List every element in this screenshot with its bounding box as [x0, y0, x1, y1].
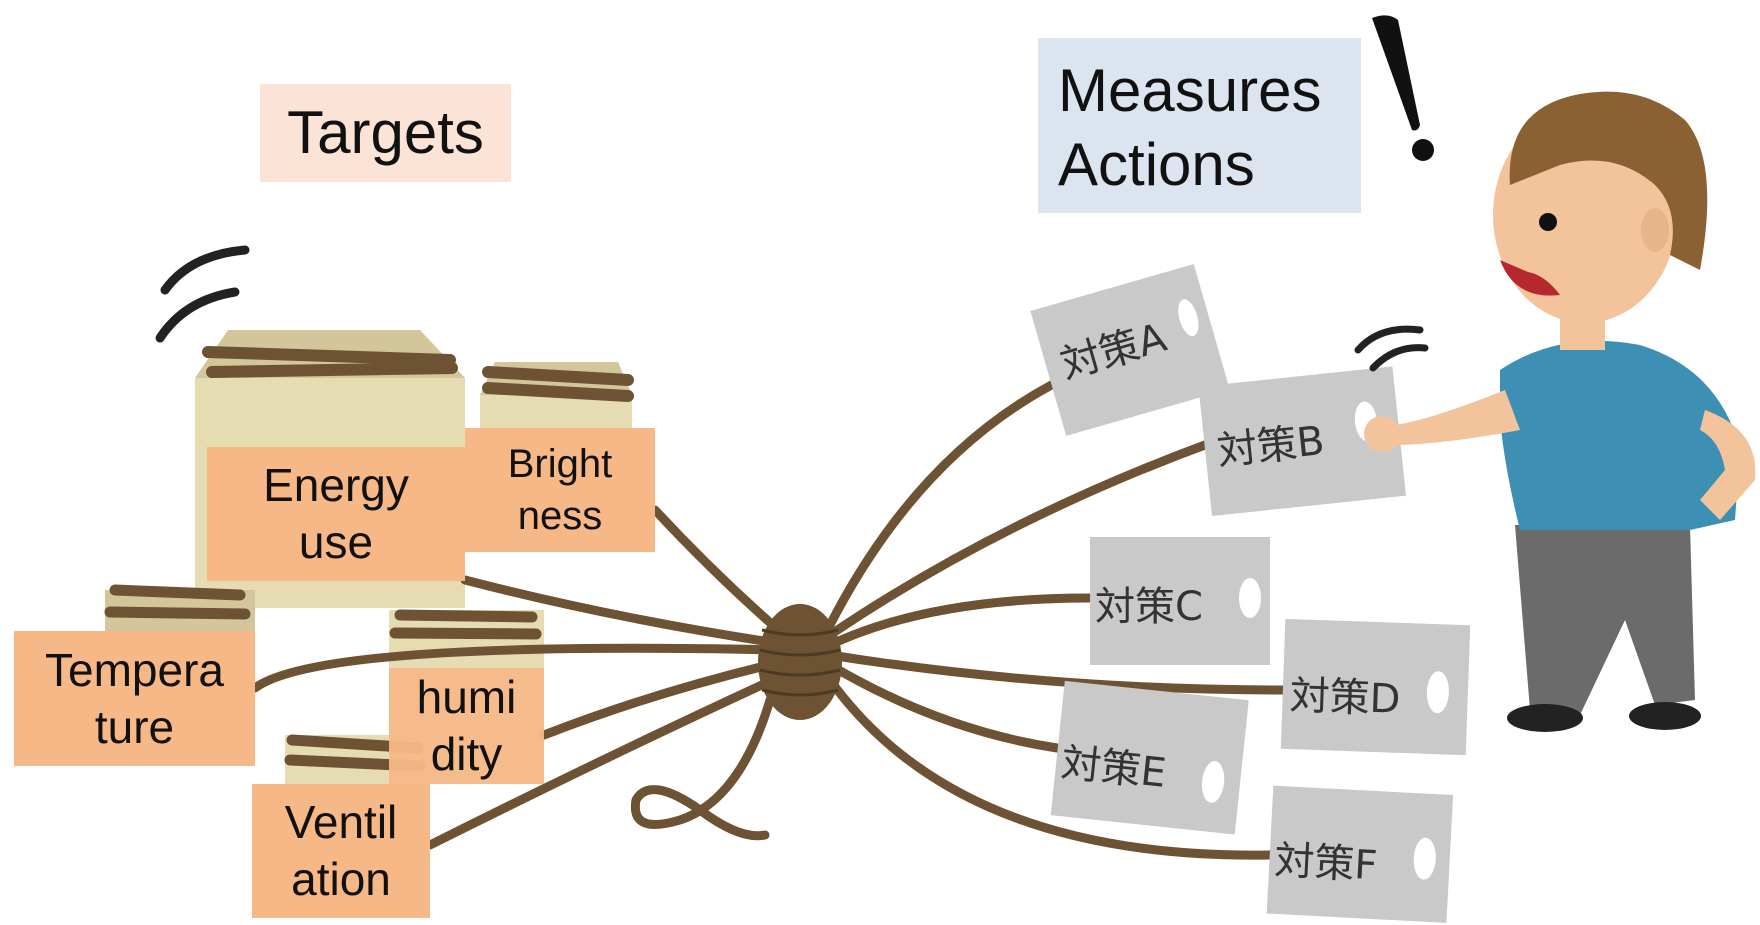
target-label-energy: Energy use [207, 447, 465, 581]
rope-b [825, 437, 1218, 640]
ropes [250, 373, 1288, 860]
person-illustration [1354, 91, 1756, 732]
measures-header: Measures Actions [1038, 38, 1361, 213]
rope-a [825, 373, 1070, 630]
measures-header-line1: Measures [1058, 57, 1322, 124]
target-label-ventilation: Ventil ation [252, 784, 430, 918]
targets-header: Targets [260, 84, 511, 182]
rope-temperature [250, 643, 785, 693]
motion-marks-left [155, 245, 250, 343]
card-d-label: 対策D [1289, 673, 1401, 723]
card-c-label: 対策C [1095, 584, 1203, 630]
card-f-label: 対策F [1273, 838, 1378, 889]
rope-d [825, 650, 1288, 695]
rope-energy [460, 575, 795, 650]
card-d: 対策D [1280, 618, 1471, 756]
measures-header-line2: Actions [1058, 131, 1255, 198]
targets-header-text: Targets [287, 99, 484, 166]
rope-humidity [539, 655, 795, 740]
rope-loose-end [630, 695, 775, 841]
target-label-humidity: humi dity [389, 668, 544, 784]
card-b: 対策B [1198, 366, 1406, 517]
card-a: 対策A [1030, 264, 1230, 436]
rope-f [825, 675, 1275, 860]
knot [758, 604, 842, 720]
rope-c [825, 593, 1095, 650]
card-b-label: 対策B [1215, 418, 1327, 475]
rope-brightness [650, 505, 795, 645]
card-e: 対策E [1050, 680, 1249, 835]
rope-e [825, 660, 1062, 753]
rope-ventilation [425, 667, 795, 850]
target-label-brightness: Bright ness [465, 428, 655, 552]
target-label-temperature: Tempera ture [14, 631, 255, 766]
card-c: 対策C [1090, 537, 1270, 665]
card-f: 対策F [1266, 785, 1454, 923]
exclamation-icon [1372, 15, 1434, 161]
card-e-label: 対策E [1059, 740, 1169, 797]
